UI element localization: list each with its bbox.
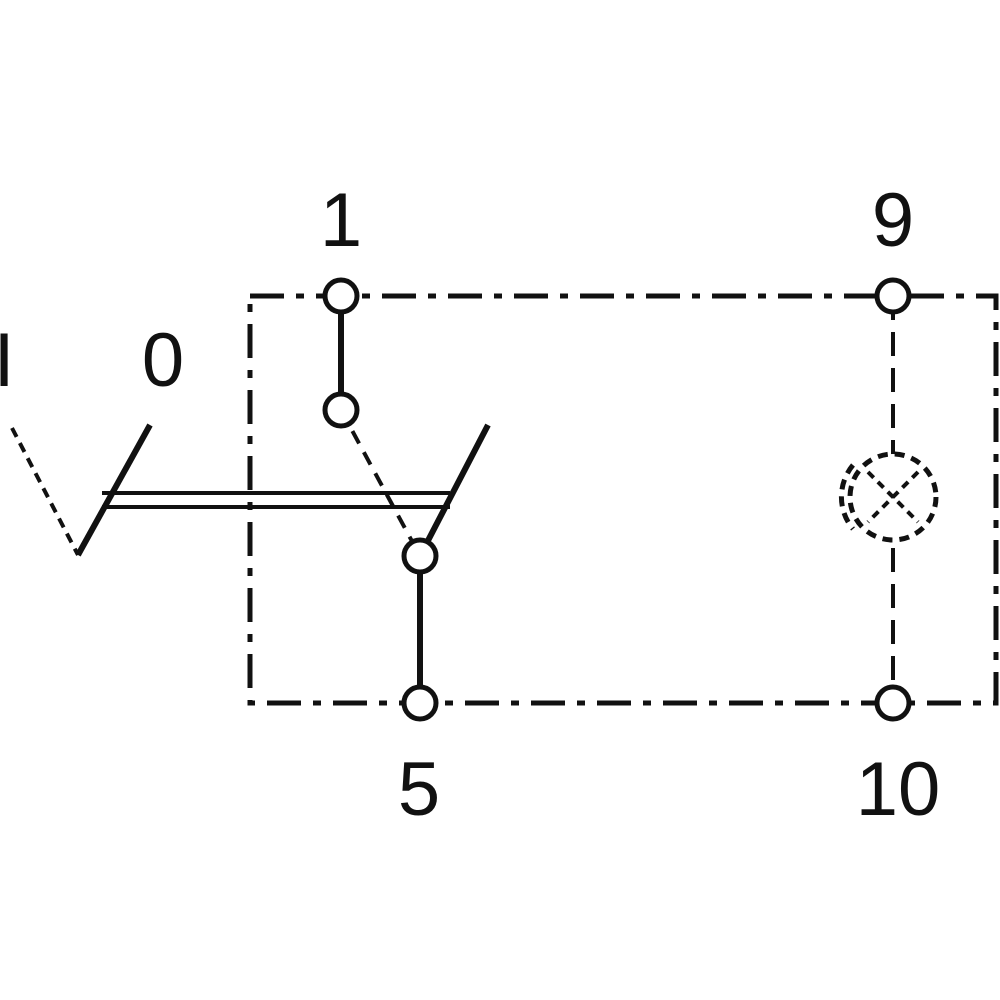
fixed-contact [322, 391, 360, 429]
switch-housing-outline [247, 293, 999, 706]
terminal-10 [874, 684, 912, 722]
contacts [338, 296, 895, 703]
terminal-1-label: 1 [320, 178, 362, 263]
on-position-dashed-line [10, 427, 80, 556]
terminal-5 [401, 684, 439, 722]
lamp-symbol [838, 451, 939, 543]
terminal-10-label: 10 [856, 747, 941, 832]
lever-line [417, 423, 491, 558]
terminal-9-label: 9 [872, 178, 914, 263]
moving-contact [401, 537, 439, 575]
terminal-5-label: 5 [398, 747, 440, 832]
position-on-label: I [0, 318, 15, 403]
terminal-9 [874, 277, 912, 315]
moving-contact-dashed [339, 409, 422, 557]
position-off-label: 0 [142, 318, 184, 403]
off-position-line [75, 423, 153, 557]
terminal-1 [322, 277, 360, 315]
